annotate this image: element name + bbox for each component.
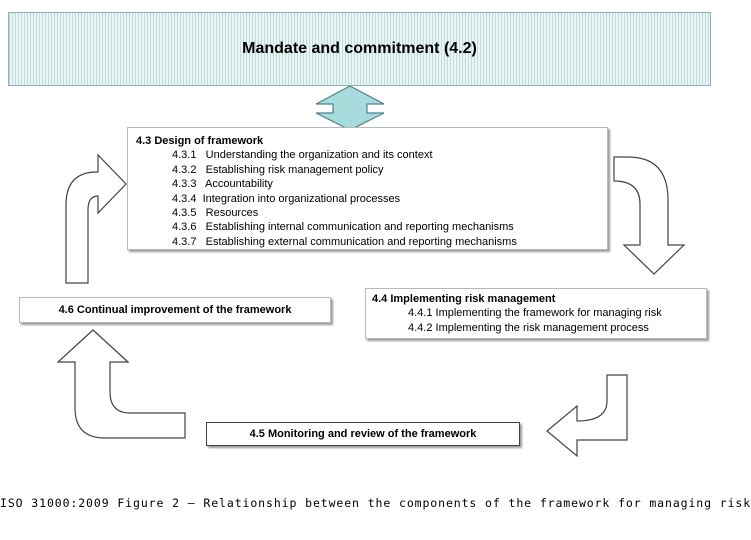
mandate-commitment-box: Mandate and commitment (4.2) [8,12,711,86]
curved-arrow-up-left-icon [56,329,186,439]
implementing-title: 4.4 Implementing risk management [372,293,556,305]
design-item: 4.3.7 Establishing external communicatio… [172,235,517,248]
design-title: 4.3 Design of framework [136,135,264,147]
double-headed-arrow-icon [315,85,385,131]
implementing-item: 4.4.1 Implementing the framework for man… [408,307,662,320]
design-item: 4.3.4 Integration into organizational pr… [172,192,401,205]
implementing-item: 4.4.2 Implementing the risk management p… [408,321,649,334]
monitoring-review-box: 4.5 Monitoring and review of the framewo… [206,422,520,446]
curved-arrow-down-left-icon [546,374,628,458]
figure-caption: ISO 31000:2009 Figure 2 — Relationship b… [0,496,751,510]
continual-label: 4.6 Continual improvement of the framewo… [58,304,292,316]
design-framework-box: 4.3 Design of framework 4.3.1 Understand… [127,127,608,250]
curved-arrow-down-right-icon [613,156,686,275]
design-item: 4.3.1 Understanding the organization and… [172,149,433,162]
monitoring-label: 4.5 Monitoring and review of the framewo… [249,428,477,440]
design-item: 4.3.6 Establishing internal communicatio… [172,221,514,234]
curved-arrow-up-right-icon [65,153,127,284]
mandate-label: Mandate and commitment (4.2) [242,40,477,57]
implementing-risk-box: 4.4 Implementing risk management 4.4.1 I… [365,288,707,339]
design-item: 4.3.5 Resources [172,207,259,220]
design-item: 4.3.2 Establishing risk management polic… [172,163,384,176]
design-item: 4.3.3 Accountability [172,178,273,191]
continual-improvement-box: 4.6 Continual improvement of the framewo… [19,297,331,323]
flow-arrows [56,85,686,458]
